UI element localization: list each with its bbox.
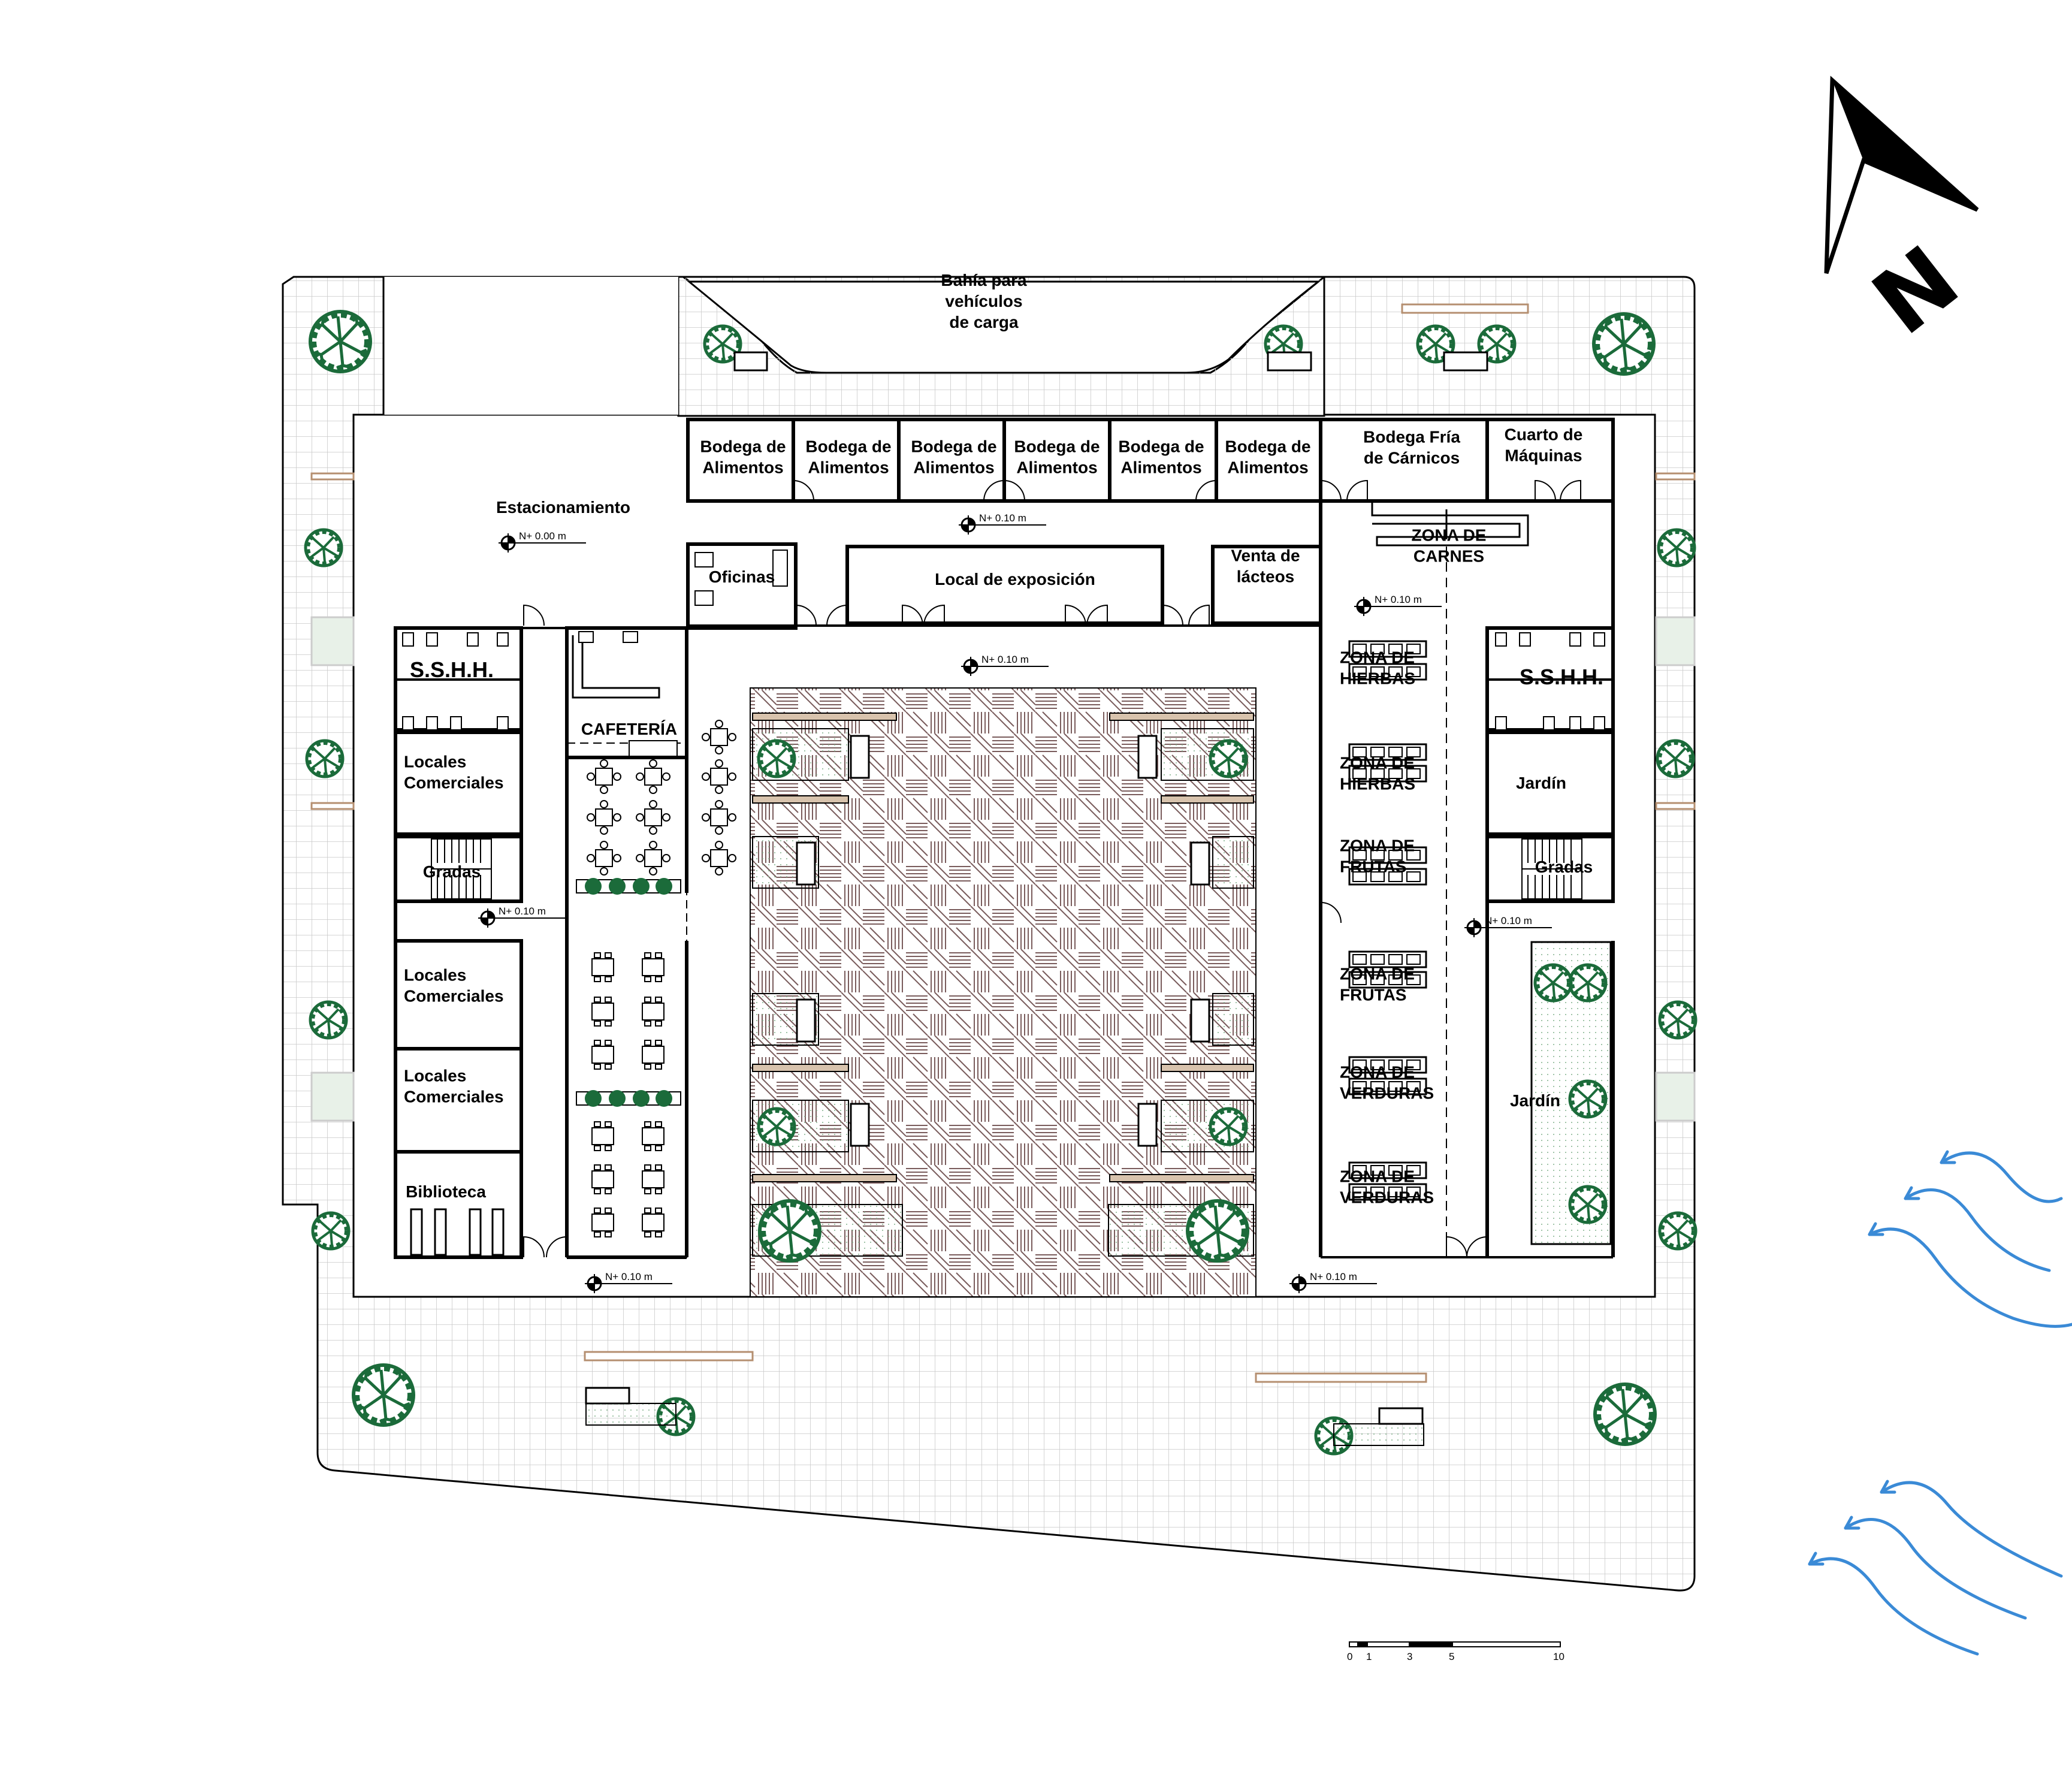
room-label-sshh-left: S.S.H.H. [410,657,494,682]
room-label-sshh-right: S.S.H.H. [1520,665,1603,689]
level-label: N+ 0.10 m [499,905,546,917]
site-planters [585,351,1488,1446]
cafeteria-planters [576,878,681,1107]
level-label: N+ 0.10 m [1375,594,1422,605]
level-label: N+ 0.10 m [1485,915,1532,926]
room-label-gradas-left: Gradas [423,862,481,881]
scale-label: 3 [1407,1651,1412,1662]
scale-bar: 0 1 3 5 10 [1347,1641,1564,1662]
level-label: N+ 0.00 m [519,530,566,542]
north-letter: N [1854,227,1978,355]
level-labels: N+ 0.00 m N+ 0.10 m N+ 0.10 m N+ 0.10 m … [499,512,1532,1282]
paving-benches [310,303,1696,1383]
parking-top [383,277,678,415]
level-label: N+ 0.10 m [605,1271,653,1282]
level-label: N+ 0.10 m [1310,1271,1357,1282]
room-label-oficinas: Oficinas [709,568,775,586]
plaza-seats [796,735,1210,1147]
room-label-jardin1: Jardín [1516,774,1566,792]
room-label-cafeteria: CAFETERÍA [581,720,677,738]
room-label-jardin2: Jardín [1510,1091,1560,1110]
north-arrow-icon: N [1824,76,1979,355]
room-label-biblioteca: Biblioteca [406,1182,486,1201]
bahia-area [686,280,1321,374]
level-label: N+ 0.10 m [979,512,1026,524]
wave-icon [1808,1150,2072,1656]
central-plaza [750,687,1257,1297]
scale-label: 10 [1553,1651,1564,1662]
scale-label: 0 [1347,1651,1352,1662]
room-label-estacionamiento: Estacionamiento [496,498,630,517]
scale-label: 5 [1449,1651,1454,1662]
room-label-local-exposicion: Local de exposición [935,570,1095,588]
level-label: N+ 0.10 m [981,654,1029,665]
scale-label: 1 [1366,1651,1372,1662]
room-label-gradas-right: Gradas [1535,858,1593,876]
plaza-benches [752,713,1254,1182]
